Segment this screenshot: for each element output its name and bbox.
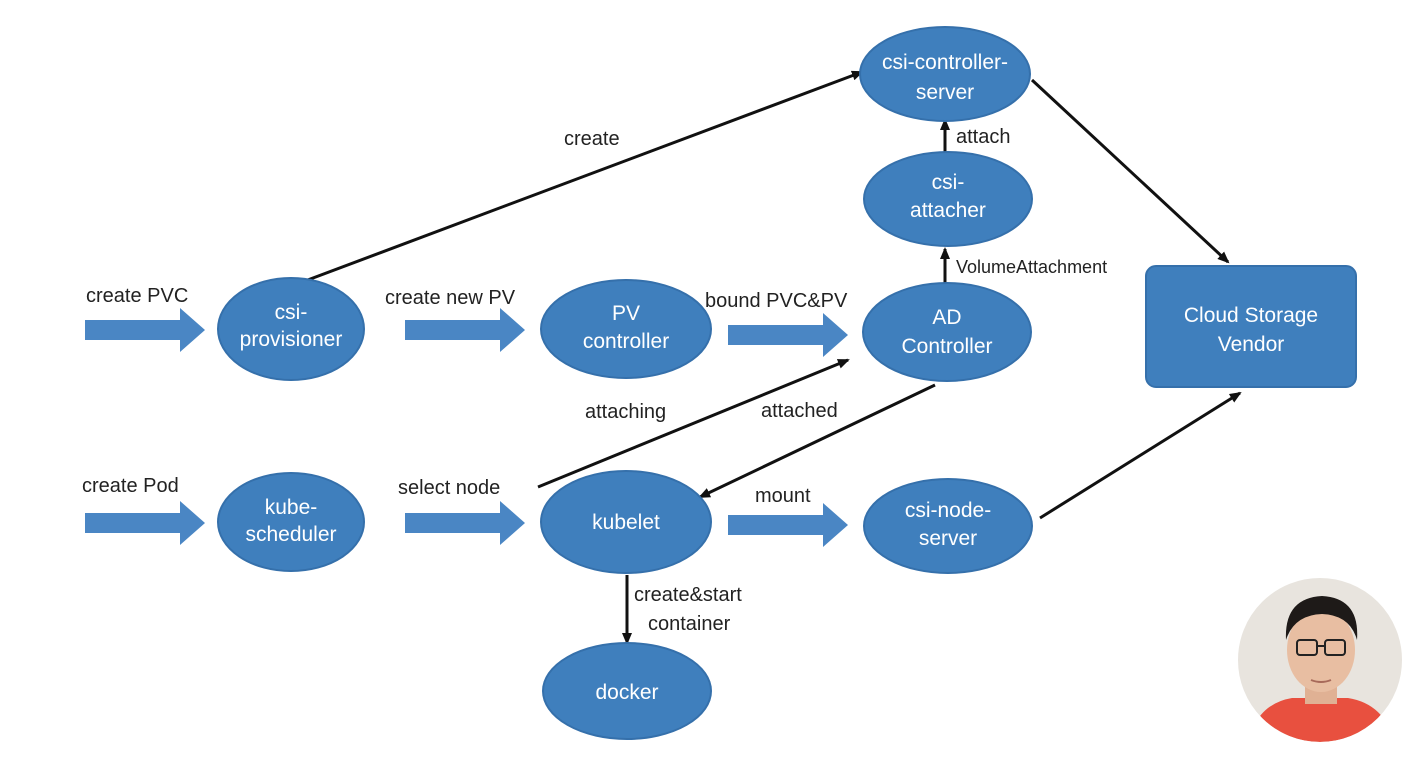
node-label: docker: [595, 681, 658, 704]
node-label: Cloud Storage: [1184, 304, 1318, 327]
node-label: server: [916, 81, 974, 104]
node-label: AD: [932, 306, 961, 329]
node-label: kubelet: [592, 511, 660, 534]
node-label: csi-: [932, 171, 965, 194]
node-csi-provisioner: csi- provisioner: [217, 277, 365, 381]
label-attached: attached: [761, 400, 838, 422]
node-kubelet: kubelet: [540, 470, 712, 574]
node-label: Vendor: [1218, 333, 1285, 356]
edge-controller-server-to-vendor: [1030, 78, 1230, 264]
node-pv-controller: PV controller: [540, 279, 712, 379]
node-label: controller: [583, 330, 669, 353]
block-arrow-create-pvc: [85, 308, 205, 352]
node-label: kube-: [265, 496, 318, 519]
block-arrow-mount: [728, 503, 848, 547]
block-arrow-create-new-pv: [405, 308, 525, 352]
edge-kubelet-to-ad: [537, 358, 850, 489]
node-csi-node-server: csi-node- server: [863, 478, 1033, 574]
label-select-node: select node: [398, 477, 500, 499]
node-label: attacher: [910, 199, 986, 222]
label-create-pvc: create PVC: [86, 285, 188, 307]
edge-provisioner-to-controller-server: [304, 70, 864, 283]
node-ad-controller: AD Controller: [862, 282, 1032, 382]
node-csi-controller-server: csi-controller- server: [859, 26, 1031, 122]
node-label: scheduler: [245, 523, 336, 546]
person-video-icon: [1236, 576, 1404, 744]
edge-node-server-to-vendor: [1039, 391, 1242, 520]
label-volume-attachment: VolumeAttachment: [956, 257, 1107, 277]
node-label: provisioner: [240, 328, 343, 351]
block-arrow-bound-pvc-pv: [728, 313, 848, 357]
node-docker: docker: [542, 642, 712, 740]
label-create-start: create&start: [634, 584, 742, 606]
label-attaching: attaching: [585, 401, 666, 423]
block-arrow-select-node: [405, 501, 525, 545]
label-create-pod: create Pod: [82, 475, 179, 497]
label-container: container: [648, 613, 731, 635]
label-create: create: [564, 128, 620, 150]
node-label: csi-controller-: [882, 51, 1008, 74]
node-label: PV: [612, 302, 640, 325]
label-bound-pvc-pv: bound PVC&PV: [705, 290, 848, 312]
label-attach: attach: [956, 126, 1010, 148]
node-kube-scheduler: kube- scheduler: [217, 472, 365, 572]
node-label: server: [919, 527, 977, 550]
block-arrow-create-pod: [85, 501, 205, 545]
node-cloud-storage-vendor: Cloud Storage Vendor: [1145, 265, 1357, 388]
node-label: csi-node-: [905, 499, 991, 522]
label-mount: mount: [755, 485, 811, 507]
node-label: Controller: [901, 335, 992, 358]
node-label: csi-: [275, 301, 308, 324]
label-create-new-pv: create new PV: [385, 287, 516, 309]
edge-ad-to-kubelet: [698, 383, 936, 499]
node-csi-attacher: csi- attacher: [863, 151, 1033, 247]
